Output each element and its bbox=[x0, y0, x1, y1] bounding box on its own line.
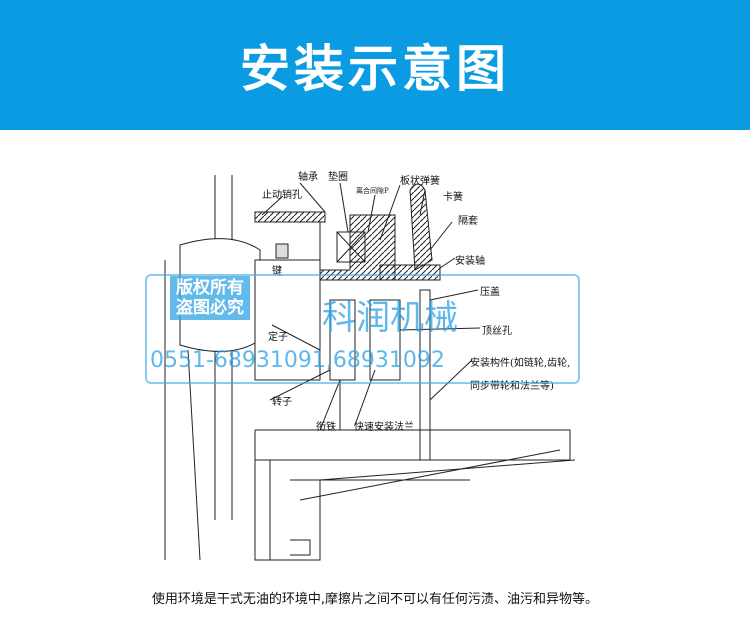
header-banner: 安装示意图 bbox=[0, 0, 750, 130]
label-mount-shaft: 安装轴 bbox=[455, 256, 485, 267]
watermark-brand: 科润机械 bbox=[322, 298, 458, 338]
label-key: 键 bbox=[272, 266, 282, 277]
label-rotor: 转子 bbox=[272, 397, 292, 408]
label-quick-flange: 快速安装法兰 bbox=[354, 422, 414, 433]
label-leaf-spring: 板状弹簧 bbox=[400, 176, 440, 187]
watermark-copyright-2: 盗图必究 bbox=[176, 298, 244, 318]
label-bearing: 轴承 bbox=[298, 172, 318, 183]
watermark-copyright-1: 版权所有 bbox=[176, 278, 244, 298]
label-circlip: 卡簧 bbox=[443, 192, 463, 203]
label-mount-part-1: 安装构件(如链轮,齿轮, bbox=[470, 358, 571, 369]
watermark-copyright: 版权所有盗图必究 bbox=[170, 276, 250, 320]
watermark-box bbox=[145, 274, 580, 384]
label-gap: 离合间隙P bbox=[356, 187, 389, 195]
page-title: 安装示意图 bbox=[240, 40, 510, 98]
watermark-phone: 0551-68931091,68931092 bbox=[150, 348, 445, 373]
label-spacer: 隔套 bbox=[458, 216, 478, 227]
caption: 使用环境是干式无油的环境中,摩擦片之间不可以有任何污渍、油污和异物等。 bbox=[151, 592, 599, 607]
label-stator: 定子 bbox=[268, 332, 288, 343]
label-gland: 压盖 bbox=[480, 287, 500, 298]
label-stop-pin-hole: 止动销孔 bbox=[262, 190, 302, 201]
label-mount-part-2: 同步带轮和法兰等) bbox=[470, 381, 554, 392]
label-set-screw-hole: 顶丝孔 bbox=[482, 326, 512, 337]
label-washer: 垫圈 bbox=[328, 172, 348, 183]
label-armature: 衔铁 bbox=[316, 422, 336, 433]
